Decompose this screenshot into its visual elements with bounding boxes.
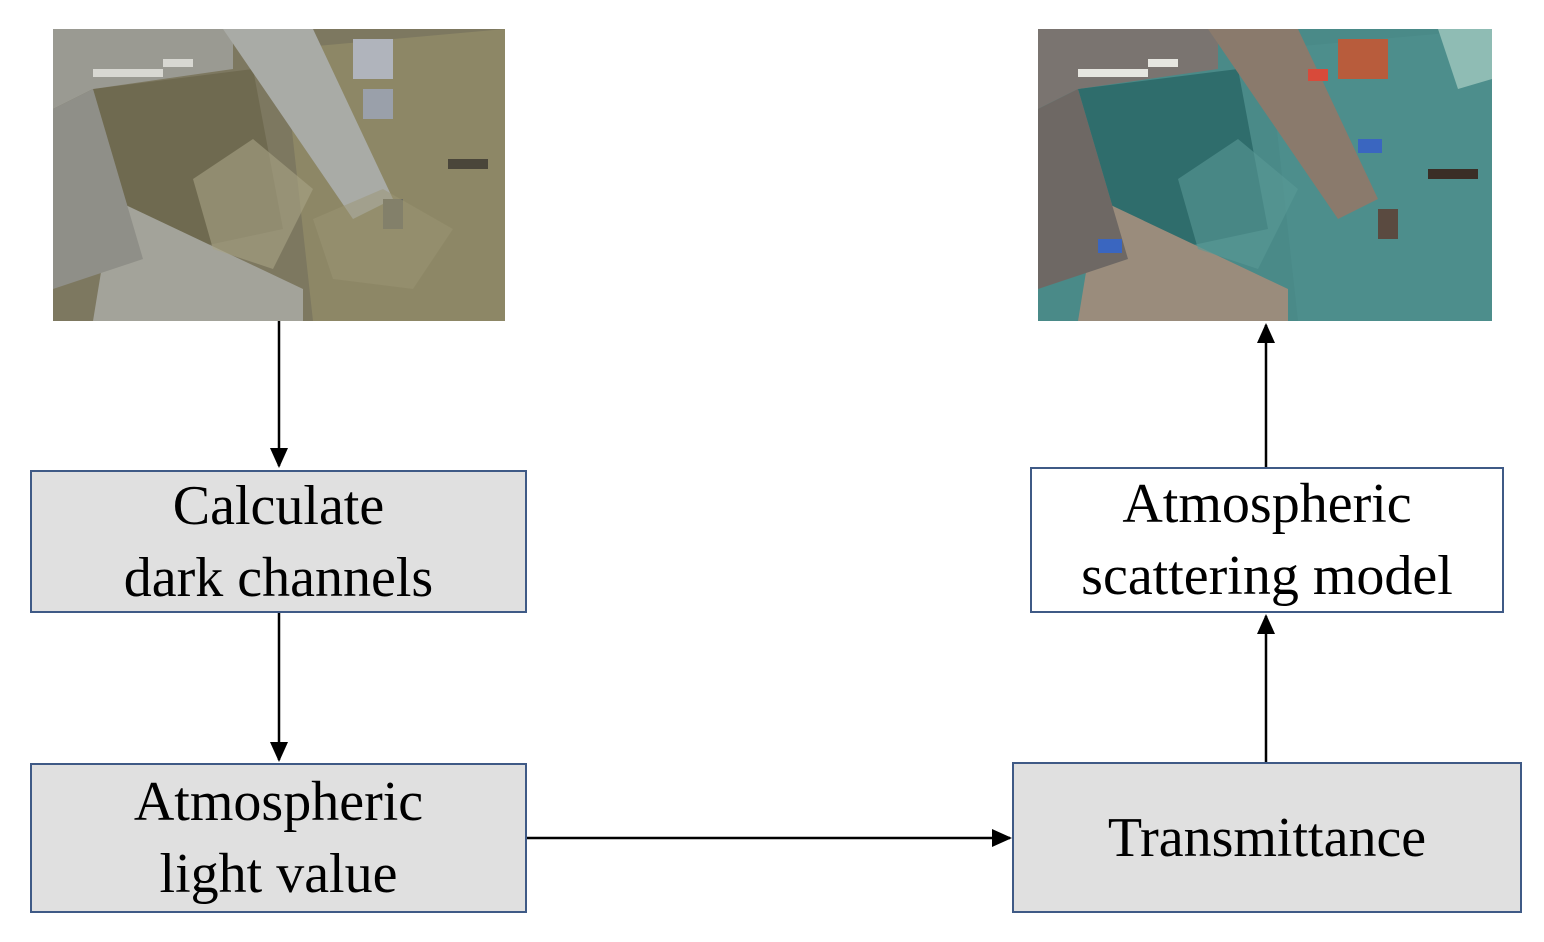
calculate-dark-channels-label: Calculate dark channels: [123, 474, 434, 609]
hazy-port-aerial-photo: [53, 29, 505, 321]
atmospheric-scattering-model-box: Atmospheric scattering model: [1030, 467, 1504, 613]
transmittance-label: Transmittance: [1107, 806, 1427, 869]
atmospheric-scattering-model-label: Atmospheric scattering model: [1081, 473, 1453, 607]
dehazed-port-aerial-photo: [1038, 29, 1492, 321]
atmospheric-light-value-box: Atmospheric light value: [30, 763, 527, 913]
dehazed-output-image: [1038, 29, 1492, 321]
atmospheric-light-value-label: Atmospheric light value: [133, 771, 424, 905]
transmittance-box: Transmittance: [1012, 762, 1522, 913]
hazy-input-image: [53, 29, 505, 321]
calculate-dark-channels-box: Calculate dark channels: [30, 470, 527, 613]
